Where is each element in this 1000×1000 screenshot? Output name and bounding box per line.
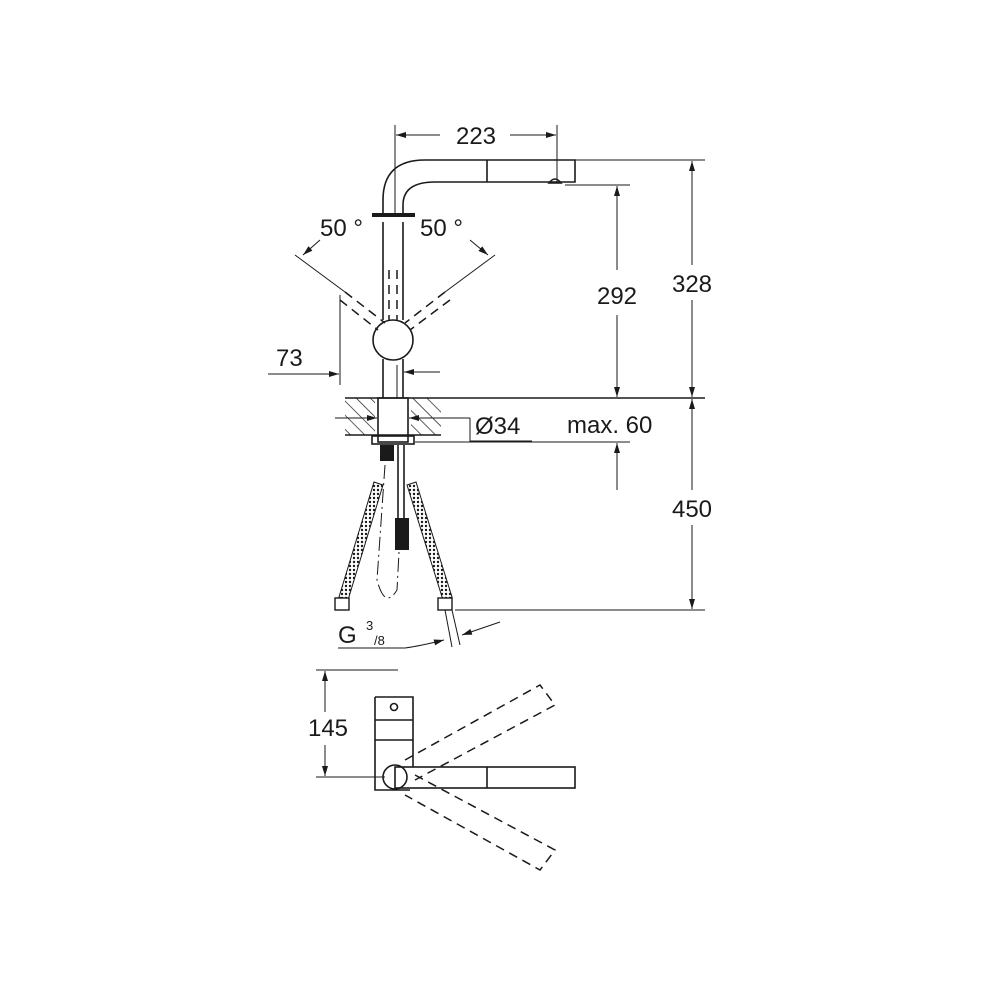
dim-label-292: 292	[597, 283, 637, 310]
hose-loop	[376, 464, 400, 599]
dim-label-145: 145	[308, 715, 348, 742]
dim-label-328: 328	[672, 271, 712, 298]
shower-hose-connector	[395, 518, 409, 550]
hose-right	[406, 481, 453, 601]
top-view-spout	[394, 766, 576, 789]
dim-label-73: 73	[276, 345, 303, 372]
thread-denominator: /8	[374, 633, 385, 648]
hidden-hose-lines	[388, 270, 398, 320]
faucet-side-view	[372, 125, 576, 398]
dimension-223: 223	[396, 123, 558, 182]
threaded-connector	[380, 445, 394, 461]
dim-label-50-left: 50 °	[320, 215, 363, 242]
dim-label-223: 223	[456, 123, 496, 150]
dim-label-g: G	[338, 622, 357, 649]
faucet-top-view: 145	[308, 669, 576, 871]
lever-ball	[372, 319, 414, 361]
top-view-pivot	[382, 764, 408, 790]
swivel-position-left	[404, 684, 557, 781]
aerator	[547, 178, 563, 184]
top-view-body	[374, 696, 414, 791]
dim-label-50-right: 50 °	[420, 215, 463, 242]
dimension-292: 292	[415, 184, 637, 490]
thread-numerator: 3	[366, 618, 373, 633]
swivel-position-right	[404, 774, 557, 871]
dimension-swivel: 50 ° 50 °	[294, 213, 496, 331]
dim-label-diameter: Ø34	[475, 413, 520, 440]
dimension-73: 73	[268, 295, 440, 398]
spout	[382, 159, 576, 215]
dimension-450: 450	[455, 399, 712, 611]
dim-label-450: 450	[672, 496, 712, 523]
dimension-328: 328	[575, 159, 712, 397]
supply-hoses	[334, 445, 461, 648]
hose-left	[338, 481, 384, 601]
dimension-thread: G 3 /8	[338, 618, 501, 649]
dimension-diameter: Ø34 max. 60	[335, 412, 652, 442]
dim-label-max-60: max. 60	[567, 412, 652, 439]
mounting-shank	[377, 397, 409, 443]
